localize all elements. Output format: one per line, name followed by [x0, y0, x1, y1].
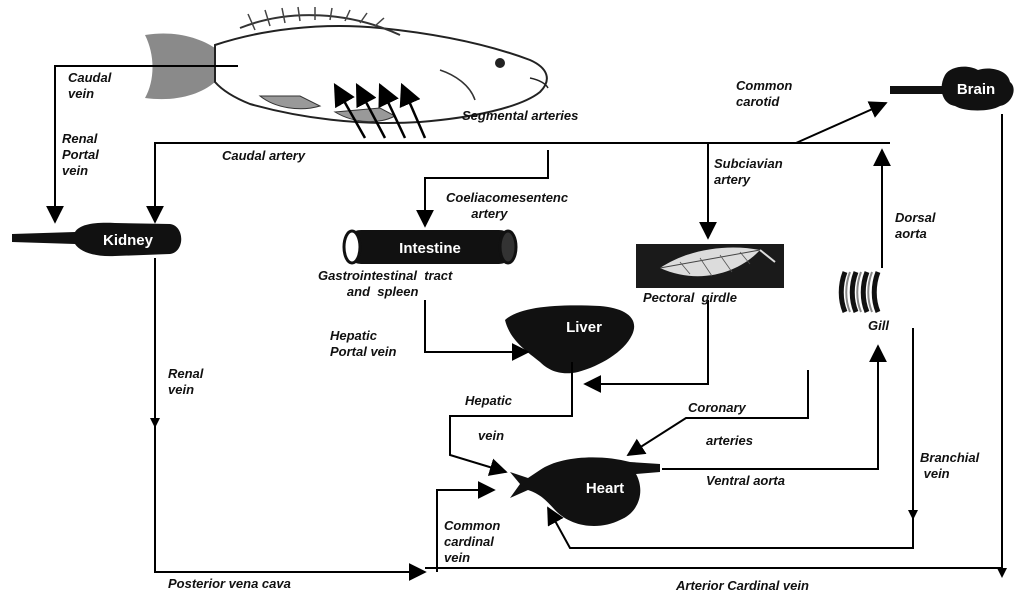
segmental-arteries-label: Segmental arteries [462, 108, 578, 124]
renal-portal-vein-label: Renal Portal vein [62, 131, 99, 179]
coronary-label: Coronary [688, 400, 746, 416]
kidney-label: Kidney [103, 232, 154, 249]
renal-vein-label: Renal vein [168, 366, 203, 398]
gastrointestinal-label: Gastrointestinal tract and spleen [318, 268, 452, 300]
caudal-vein-label: Caudal vein [68, 70, 111, 102]
pectoral-girdle-shape [636, 244, 784, 288]
heart-label: Heart [586, 480, 624, 497]
common-cardinal-vein-label: Common cardinal vein [444, 518, 500, 566]
intestine-label: Intestine [399, 240, 461, 257]
heart-shape: Heart [510, 457, 660, 526]
brain-label: Brain [957, 81, 995, 98]
vein-label: vein [478, 428, 504, 444]
arterior-cardinal-vein-label: Arterior Cardinal vein [676, 578, 809, 594]
brain-shape: Brain [890, 67, 1014, 111]
gill-label: Gill [868, 318, 889, 334]
intestine-shape: Intestine [344, 230, 516, 264]
branchial-vein-label: Branchial vein [920, 450, 979, 482]
hepatic-label: Hepatic [465, 393, 512, 409]
liver-shape: Liver [505, 305, 634, 373]
dorsal-aorta-label: Dorsal aorta [895, 210, 935, 242]
common-carotid-label: Common carotid [736, 78, 792, 110]
liver-label: Liver [566, 319, 602, 336]
posterior-vena-cava-label: Posterior vena cava [168, 576, 291, 592]
subclavian-artery-label: Subciavian artery [714, 156, 783, 188]
gill-shape [837, 272, 878, 312]
kidney-shape: Kidney [12, 223, 181, 256]
coeliacomesentenc-artery-label: Coeliacomesentenc artery [446, 190, 568, 222]
caudal-artery-label: Caudal artery [222, 148, 305, 164]
ventral-aorta-label: Ventral aorta [706, 473, 785, 489]
hepatic-portal-vein-label: Hepatic Portal vein [330, 328, 396, 360]
arteries-label: arteries [706, 433, 753, 449]
pectoral-girdle-label: Pectoral girdle [643, 290, 737, 306]
